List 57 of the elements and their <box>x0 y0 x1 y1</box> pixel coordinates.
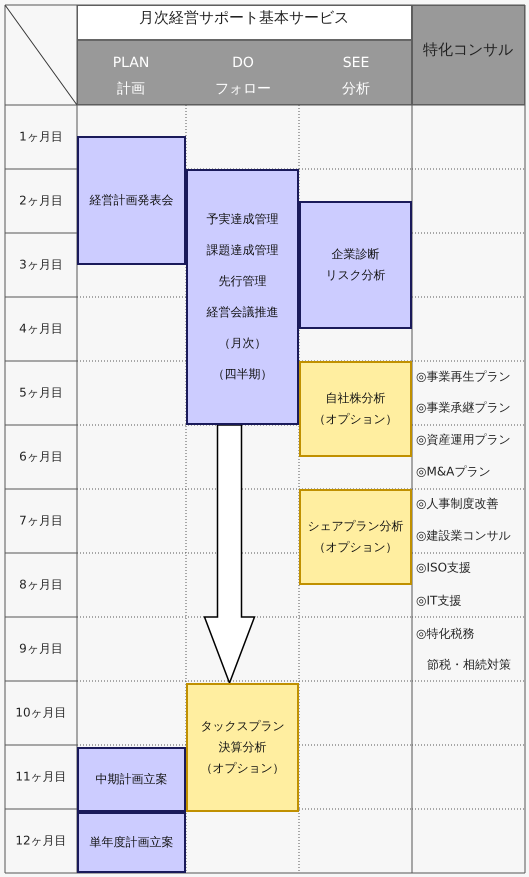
service-item: ◎人事制度改善 <box>416 496 498 512</box>
box-text: （オプション） <box>314 539 398 556</box>
service-box <box>186 169 299 425</box>
box-text: 経営会議推進 <box>206 304 278 321</box>
box-text: （オプション） <box>200 760 284 777</box>
box-text: タックスプラン <box>200 718 284 735</box>
box-text: シェアプラン分析 <box>308 518 404 535</box>
column-header: 分析 <box>342 80 370 98</box>
box-text: （オプション） <box>314 411 398 428</box>
box-text: （四半期） <box>212 366 272 383</box>
service-item: ◎M&Aプラン <box>416 464 490 480</box>
column-header: フォロー <box>215 80 271 98</box>
service-box <box>77 136 186 265</box>
service-box <box>77 747 186 812</box>
month-label: 11ヶ月目 <box>15 768 67 786</box>
month-label: 4ヶ月目 <box>19 320 63 338</box>
box-text: 予実達成管理 <box>206 211 278 228</box>
service-box <box>77 812 186 873</box>
column-header: 計画 <box>117 80 145 98</box>
service-item: ◎事業承継プラン <box>416 400 510 416</box>
box-text: 自社株分析 <box>326 390 386 407</box>
box-text: 単年度計画立案 <box>90 834 174 851</box>
box-text: 決算分析 <box>218 739 266 756</box>
box-text: 課題達成管理 <box>206 242 278 259</box>
month-label: 5ヶ月目 <box>19 384 63 402</box>
month-label: 7ヶ月目 <box>19 512 63 530</box>
service-box <box>299 489 412 585</box>
service-box <box>186 683 299 812</box>
service-item: ◎特化税務 <box>416 626 474 642</box>
column-header: 特化コンサル <box>423 40 513 60</box>
column-header: PLAN <box>112 55 150 71</box>
month-label: 6ヶ月目 <box>19 448 63 466</box>
service-item: ◎建設業コンサル <box>416 528 510 544</box>
month-label: 3ヶ月目 <box>19 256 63 274</box>
column-header: DO <box>232 55 254 71</box>
month-label: 9ヶ月目 <box>19 640 63 658</box>
block-arrow <box>203 424 256 686</box>
service-item: ◎事業再生プラン <box>416 368 510 386</box>
service-item: ◎資産運用プラン <box>416 432 510 448</box>
month-label: 1ヶ月目 <box>19 128 63 146</box>
service-box <box>299 361 412 457</box>
month-label: 2ヶ月目 <box>19 192 63 210</box>
month-label: 8ヶ月目 <box>19 576 63 594</box>
box-text: 中期計画立案 <box>96 771 168 788</box>
column-header: 月次経営サポート基本サービス <box>139 8 349 28</box>
box-text: 先行管理 <box>218 273 266 290</box>
month-label: 10ヶ月目 <box>15 704 67 722</box>
box-text: （月次） <box>218 335 266 352</box>
month-label: 12ヶ月目 <box>15 832 67 850</box>
service-item: ◎ISO支援 <box>416 560 472 576</box>
column-header: SEE <box>342 55 370 71</box>
service-item: ◎IT支援 <box>416 592 462 610</box>
box-text: 企業診断 <box>332 246 380 263</box>
box-text: 経営計画発表会 <box>90 192 174 209</box>
service-box <box>299 201 412 329</box>
service-item: 節税・相続対策 <box>427 656 511 674</box>
box-text: リスク分析 <box>326 267 386 284</box>
